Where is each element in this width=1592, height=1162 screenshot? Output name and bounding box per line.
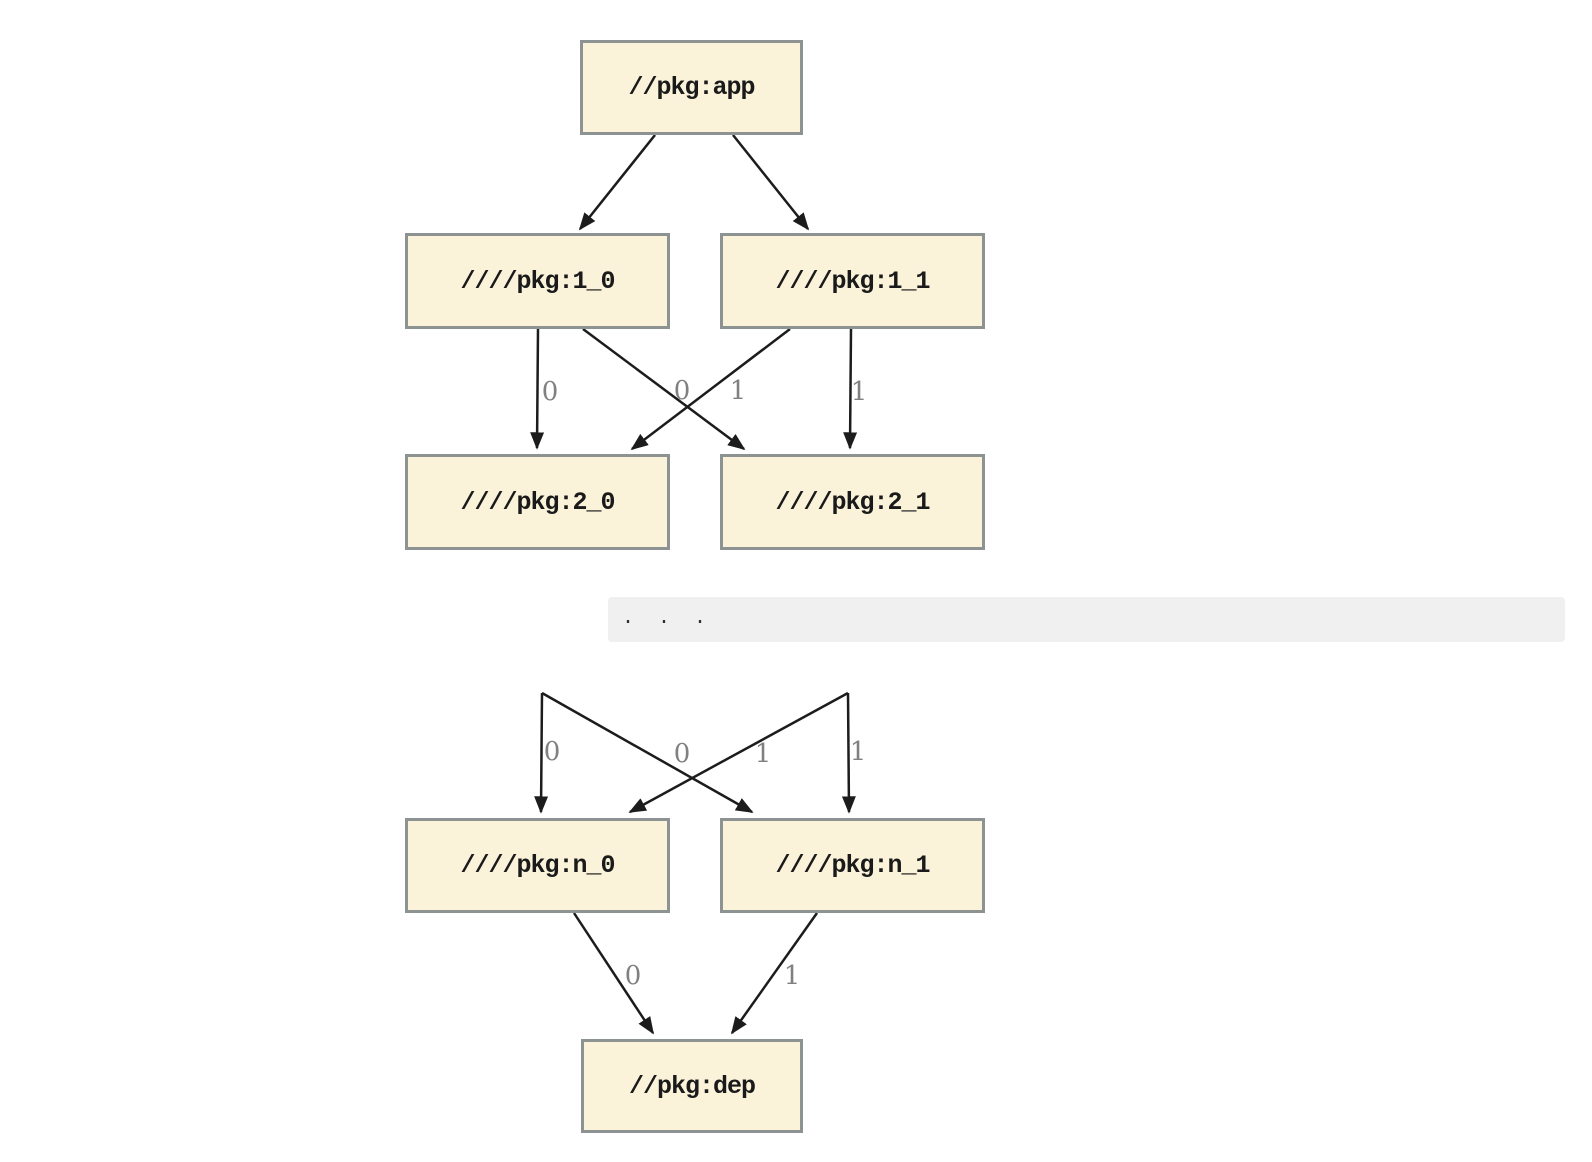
edge-ellipsis-to-n_1-cross: [541, 691, 754, 814]
graph-node-dep: //pkg:dep: [581, 1039, 803, 1133]
edge-1_0-to-2_1: [582, 327, 746, 451]
edge-label: 1: [851, 377, 868, 407]
edge-label: 1: [730, 376, 747, 406]
edge-n_0-to-dep: [572, 912, 655, 1035]
edge-ellipsis-to-n_0: [534, 692, 549, 814]
ellipsis-text: . . .: [622, 607, 713, 630]
edge-label: 0: [625, 961, 642, 991]
edge-1_1-to-2_1: [843, 328, 858, 450]
graph-node-n_1-label: ////pkg:n_1: [775, 851, 930, 880]
edge-label: 0: [542, 377, 559, 407]
edge-label: 1: [850, 737, 867, 767]
edge-n_1-to-dep: [730, 912, 819, 1035]
graph-node-1_1-label: ////pkg:1_1: [775, 266, 930, 296]
edge-1_1-to-2_0: [630, 328, 791, 451]
edge-ellipsis-to-n_1: [841, 692, 856, 814]
graph-node-2_0: ////pkg:2_0: [405, 454, 670, 550]
graph-node-1_0-label: ////pkg:1_0: [460, 266, 615, 296]
edge-app-to-1_1: [732, 134, 810, 231]
edge-label: 1: [755, 739, 772, 769]
edge-1_0-to-2_0: [530, 328, 545, 450]
graph-node-dep-label: //pkg:dep: [628, 1071, 756, 1101]
graph-node-1_1: ////pkg:1_1: [720, 233, 985, 329]
edge-app-to-1_0: [578, 134, 656, 231]
graph-node-2_1-label: ////pkg:2_1: [775, 487, 930, 517]
edge-label: 0: [674, 739, 691, 769]
ellipsis-code-block: . . .: [608, 597, 1565, 642]
graph-node-n_0-label: ////pkg:n_0: [460, 851, 615, 880]
graph-node-2_1: ////pkg:2_1: [720, 454, 985, 550]
edge-label: 0: [544, 737, 561, 767]
graph-node-app-label: //pkg:app: [628, 73, 755, 102]
graph-node-2_0-label: ////pkg:2_0: [460, 487, 615, 517]
graph-node-1_0: ////pkg:1_0: [405, 233, 670, 329]
graph-node-n_0: ////pkg:n_0: [405, 818, 670, 913]
edge-label: 1: [784, 961, 801, 991]
graph-node-n_1: ////pkg:n_1: [720, 818, 985, 913]
edge-ellipsis-to-n_0-cross: [628, 691, 849, 814]
graph-node-app: //pkg:app: [580, 40, 803, 135]
edge-label: 0: [674, 376, 691, 406]
